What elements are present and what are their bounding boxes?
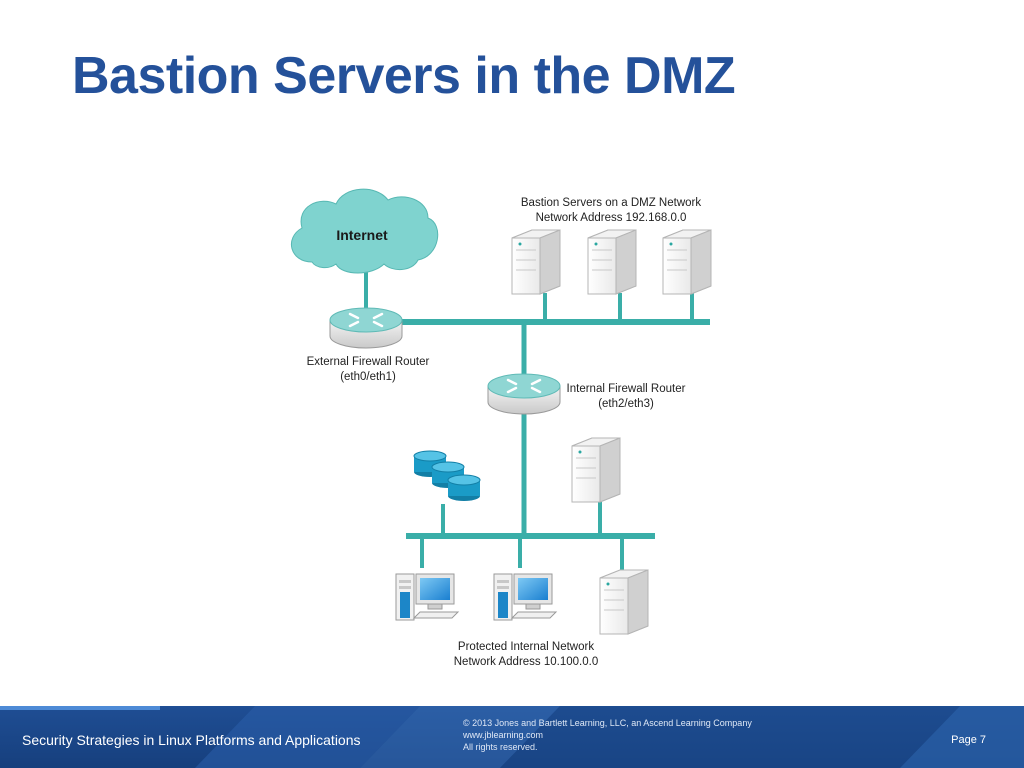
copyright-rights: All rights reserved. <box>463 742 538 752</box>
internal-server-icon <box>599 569 649 635</box>
internet-label: Internet <box>336 227 388 243</box>
external-router-icon <box>328 306 404 350</box>
network-diagram: Internet External Firewall Router (eth0/… <box>291 188 712 668</box>
footer-bar: Security Strategies in Linux Platforms a… <box>0 706 1024 768</box>
bastion-server-icon <box>587 229 637 295</box>
footer-copyright: © 2013 Jones and Bartlett Learning, LLC,… <box>463 717 752 753</box>
bastion-server-icon <box>511 229 561 295</box>
workstation-icon <box>395 573 459 621</box>
network-links <box>364 250 710 570</box>
footer-course-title: Security Strategies in Linux Platforms a… <box>22 732 361 748</box>
internal-router-label-2: (eth2/eth3) <box>598 398 654 410</box>
internal-router-icon <box>486 372 562 416</box>
internal-router-label-1: Internal Firewall Router <box>567 383 686 395</box>
dmz-label-1: Bastion Servers on a DMZ Network <box>521 197 701 209</box>
internal-server-icon <box>571 437 621 503</box>
internal-network-label-2: Network Address 10.100.0.0 <box>454 656 598 668</box>
footer-decoration <box>0 706 1024 768</box>
bastion-server-icon <box>662 229 712 295</box>
copyright-url: www.jblearning.com <box>463 730 544 740</box>
external-router-label-1: External Firewall Router <box>307 356 430 368</box>
internet-cloud-icon: Internet <box>291 188 439 274</box>
workstation-icon <box>493 573 557 621</box>
slide-title: Bastion Servers in the DMZ <box>72 47 736 105</box>
external-router-label-2: (eth0/eth1) <box>340 371 396 383</box>
dmz-label-2: Network Address 192.168.0.0 <box>536 212 687 224</box>
internal-network-label-1: Protected Internal Network <box>458 641 594 653</box>
page-number: Page 7 <box>951 734 986 746</box>
database-icon <box>413 450 481 502</box>
copyright-line: © 2013 Jones and Bartlett Learning, LLC,… <box>463 718 752 728</box>
